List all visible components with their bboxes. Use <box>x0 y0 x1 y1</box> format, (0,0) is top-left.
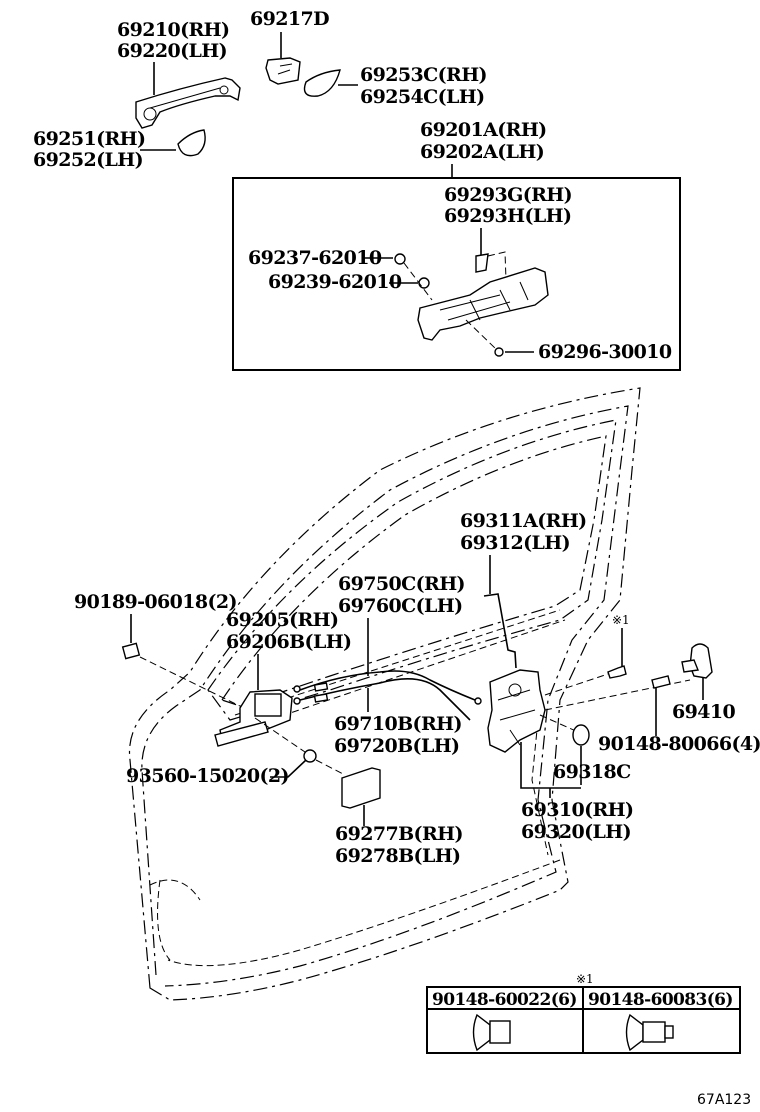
label-lock-cable-rh[interactable]: 69750C(RH) <box>338 573 466 595</box>
screw-table: ※1 90148-60022(6) 90148-60083(6) <box>426 972 741 1054</box>
leader-line <box>270 759 307 778</box>
label-outside-handle-lh[interactable]: 69220(LH) <box>117 40 228 62</box>
handle-screw-part[interactable] <box>303 749 317 763</box>
outside-handle-part[interactable] <box>135 77 241 129</box>
label-open-cable-rh[interactable]: 69710B(RH) <box>334 713 462 735</box>
label-frame-clip-b[interactable]: 69239-62010 <box>268 271 402 293</box>
lock-group: 69311A(RH) 69312(LH) ※1 69318C 69310(RH)… <box>460 510 760 843</box>
label-clip[interactable]: 90189-06018(2) <box>74 591 237 613</box>
label-frame-plate-lh[interactable]: 69293H(LH) <box>444 205 572 227</box>
label-striker[interactable]: 69410 <box>672 701 736 723</box>
handle-pad-rear-part[interactable] <box>303 69 341 97</box>
label-pad-rear-lh[interactable]: 69254C(LH) <box>360 86 485 108</box>
frame-part[interactable] <box>417 267 549 341</box>
label-lock-rod-rh[interactable]: 69311A(RH) <box>460 510 587 532</box>
door-outline <box>128 387 641 1001</box>
label-frame-assy-lh[interactable]: 69202A(LH) <box>420 141 545 163</box>
striker-screw-part[interactable] <box>651 675 671 689</box>
label-pad-front-rh[interactable]: 69251(RH) <box>33 128 146 150</box>
screw-table-col-2[interactable]: 90148-60083(6) <box>588 990 733 1010</box>
outside-handle-group: 69210(RH) 69220(LH) 69217D 69253C(RH) 69… <box>33 8 488 171</box>
leader-bracket <box>520 742 581 798</box>
label-lock-rod-lh[interactable]: 69312(LH) <box>460 532 571 554</box>
label-striker-screw[interactable]: 90148-80066(4) <box>598 733 760 755</box>
frame-assy-box <box>232 177 681 371</box>
label-pad-front-lh[interactable]: 69252(LH) <box>33 149 144 171</box>
frame-clip-b-part[interactable] <box>418 277 430 289</box>
label-door-lock-rh[interactable]: 69310(RH) <box>521 799 634 821</box>
label-handle-cover-lh[interactable]: 69278B(LH) <box>335 845 461 867</box>
screw-table-note: ※1 <box>576 972 594 986</box>
frame-screw-part[interactable] <box>494 347 504 357</box>
label-frame-plate-rh[interactable]: 69293G(RH) <box>444 184 573 206</box>
label-frame-clip-a[interactable]: 69237-62010 <box>248 247 382 269</box>
cables-group: 69750C(RH) 69760C(LH) 69710B(RH) 69720B(… <box>293 573 482 757</box>
lock-cable-part[interactable] <box>299 670 476 701</box>
handle-cover-part[interactable] <box>341 767 381 809</box>
label-handle-cap[interactable]: 69217D <box>250 8 330 30</box>
label-inside-handle-rh[interactable]: 69205(RH) <box>226 609 339 631</box>
label-lock-screw-note: ※1 <box>612 613 630 627</box>
lock-rod-part[interactable] <box>483 593 517 669</box>
label-frame-screw[interactable]: 69296-30010 <box>538 341 672 363</box>
label-pad-rear-rh[interactable]: 69253C(RH) <box>360 64 488 86</box>
screw-60083-icon <box>625 1013 674 1052</box>
frame-clip-a-part[interactable] <box>394 253 406 265</box>
inside-handle-group: 90189-06018(2) 69205(RH) 69206B(LH) 9356… <box>74 591 463 867</box>
frame-assy-group: 69201A(RH) 69202A(LH) 69293G(RH) 69293H(… <box>232 119 681 371</box>
diagram-code: 67A123 <box>697 1092 751 1108</box>
label-door-lock-lh[interactable]: 69320(LH) <box>521 821 632 843</box>
clip-part[interactable] <box>121 642 141 660</box>
screw-60022-icon <box>472 1013 511 1052</box>
label-grommet[interactable]: 69318C <box>553 761 632 783</box>
screw-table-col-1[interactable]: 90148-60022(6) <box>432 990 577 1010</box>
handle-pad-front-part[interactable] <box>177 129 206 157</box>
label-outside-handle-rh[interactable]: 69210(RH) <box>117 19 230 41</box>
label-open-cable-lh[interactable]: 69720B(LH) <box>334 735 460 757</box>
lock-screw-part[interactable] <box>607 665 627 679</box>
label-inside-handle-lh[interactable]: 69206B(LH) <box>226 631 352 653</box>
frame-plate-part[interactable] <box>475 253 489 273</box>
label-handle-cover-rh[interactable]: 69277B(RH) <box>335 823 463 845</box>
label-frame-assy-rh[interactable]: 69201A(RH) <box>420 119 547 141</box>
handle-cap-part[interactable] <box>265 57 301 85</box>
open-cable-part[interactable] <box>299 678 471 721</box>
label-lock-cable-lh[interactable]: 69760C(LH) <box>338 595 463 617</box>
label-handle-screw[interactable]: 93560-15020(2) <box>126 765 289 787</box>
door-lock-part[interactable] <box>487 669 546 753</box>
grommet-part[interactable] <box>572 724 590 746</box>
